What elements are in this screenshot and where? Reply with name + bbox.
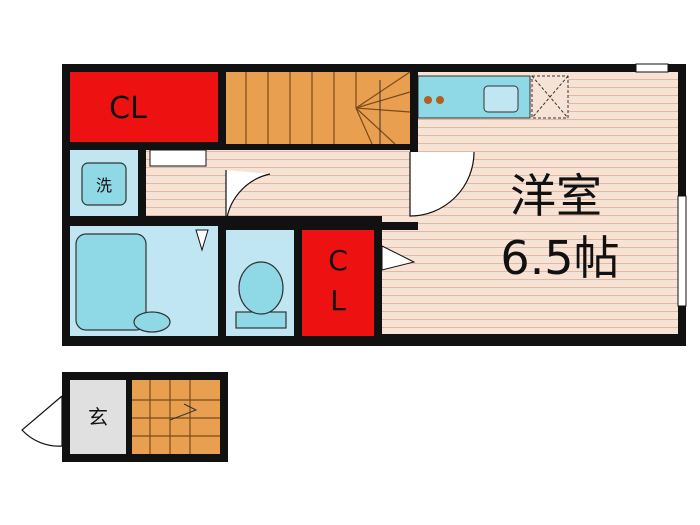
folding-door [149,149,207,167]
western-room-size: 6.5帖 [500,231,619,285]
entrance-stair-treads [132,380,220,454]
stair-treads [245,71,411,145]
folding-door [195,229,209,252]
door-swing [225,170,271,227]
closet-middle-label-2: L [330,284,346,317]
staircase [226,72,410,144]
washer-icon [81,162,127,206]
washer-label: 洗 [96,176,112,195]
closet-top-label: CL [109,91,147,126]
stove-burner-icon [424,96,432,104]
western-room-label: 洋室 [510,169,602,223]
stove-burner-icon [436,96,444,104]
closet-top [70,72,218,142]
entrance-stairs [132,380,220,454]
window [677,195,687,307]
kitchen-sink-icon [483,85,519,113]
entrance-stair-arrow [169,403,198,421]
door-swing [409,151,475,217]
closet-middle-label-1: C [328,244,348,277]
closet-middle [302,230,374,336]
toilet-bowl-icon [238,261,284,315]
entrance-genkan [70,380,126,454]
interior-walls [62,64,418,346]
folding-door [381,245,416,271]
window [635,63,669,73]
entrance-label: 玄 [88,405,108,429]
entrance-door-swing [21,395,63,447]
bathtub-icon [75,233,147,331]
sink-icon [133,311,171,333]
